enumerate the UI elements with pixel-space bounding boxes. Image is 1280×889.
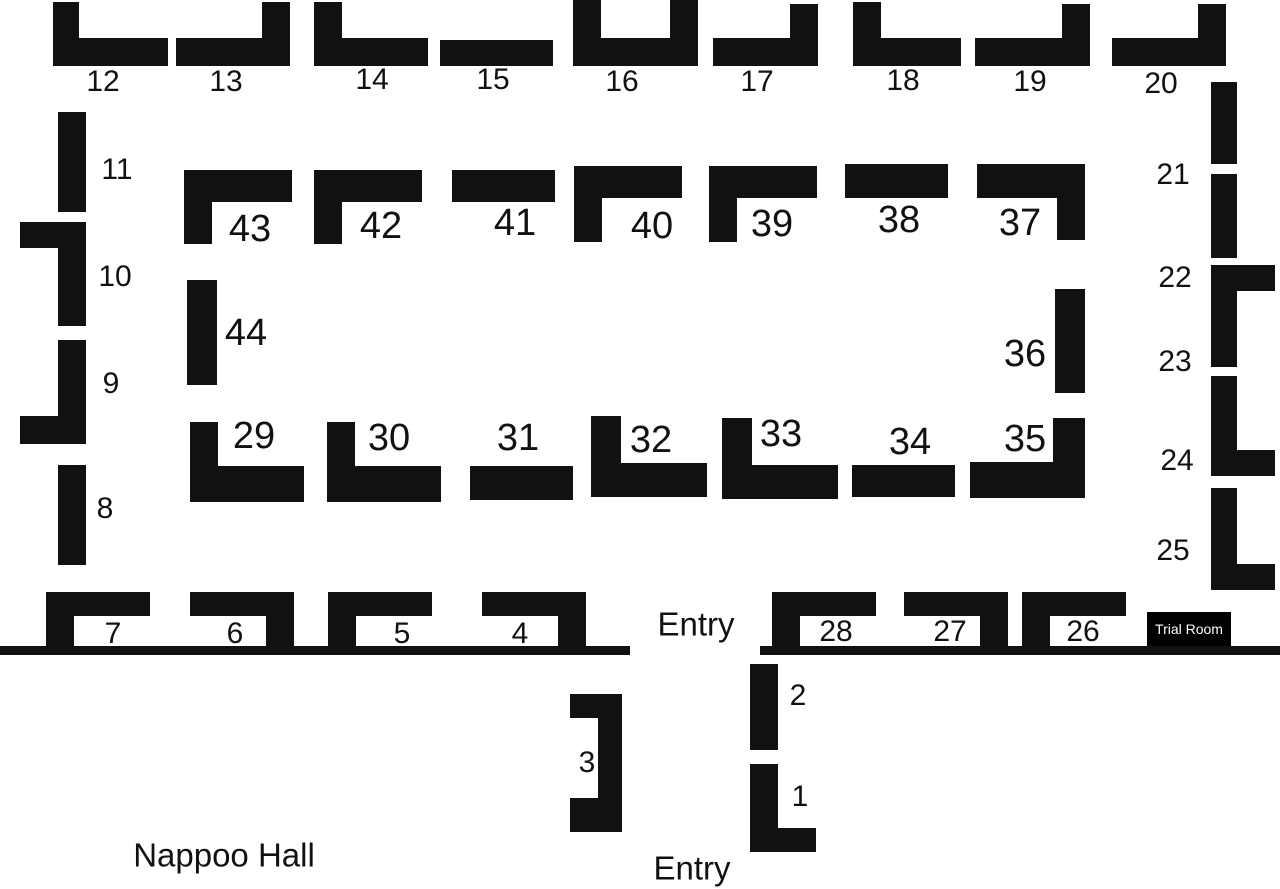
- stall-number: 19: [1013, 65, 1047, 98]
- stall-number: 33: [759, 413, 803, 455]
- stall-number: 28: [819, 615, 853, 648]
- stall-number: 31: [496, 417, 540, 459]
- stall-wall: [53, 38, 168, 66]
- stall-wall: [58, 465, 86, 565]
- stall-wall: [1211, 265, 1275, 291]
- entry-bottom-label: Entry: [653, 849, 731, 887]
- stall-number: 23: [1158, 345, 1192, 378]
- stall-wall: [1211, 174, 1237, 258]
- stall-number: 26: [1066, 615, 1100, 648]
- stall-wall: [574, 166, 602, 242]
- stall-wall: [970, 462, 1085, 498]
- stall-wall: [852, 465, 955, 497]
- stall-number: 14: [355, 63, 389, 96]
- stall-wall: [1112, 38, 1226, 66]
- stall-number: 43: [228, 208, 272, 250]
- stall-wall: [845, 164, 948, 198]
- stall-wall: [1055, 289, 1085, 393]
- stall-number: 27: [933, 615, 967, 648]
- stall-wall: [722, 465, 838, 499]
- stall-wall: [184, 170, 212, 244]
- stall-number: 10: [98, 260, 132, 293]
- stall-wall: [327, 466, 441, 502]
- stall-number: 7: [104, 617, 122, 650]
- stall-number: 5: [393, 617, 411, 650]
- stall-number: 22: [1158, 261, 1192, 294]
- stall-number: 17: [740, 65, 774, 98]
- stall-wall: [750, 828, 816, 852]
- stall-wall: [1022, 592, 1050, 650]
- entry-top-label: Entry: [657, 605, 735, 643]
- stall-number: 40: [630, 205, 674, 247]
- stall-number: 38: [877, 199, 921, 241]
- stall-number: 39: [750, 203, 794, 245]
- stall-number: 12: [86, 65, 120, 98]
- stall-wall: [1211, 564, 1275, 590]
- stall-wall: [591, 463, 707, 497]
- stall-wall: [570, 798, 622, 832]
- stall-wall: [452, 170, 555, 202]
- stall-wall: [266, 592, 294, 650]
- trial-room: Trial Room: [1147, 612, 1231, 646]
- stall-wall: [46, 592, 74, 650]
- stall-number: 16: [605, 65, 639, 98]
- wall-left: [0, 646, 630, 655]
- stall-wall: [853, 38, 961, 66]
- stall-wall: [573, 38, 698, 66]
- stall-number: 24: [1160, 444, 1194, 477]
- stall-wall: [187, 280, 217, 385]
- stall-number: 6: [226, 617, 244, 650]
- stall-wall: [176, 38, 290, 66]
- stall-number: 30: [367, 417, 411, 459]
- stall-wall: [314, 170, 342, 244]
- wall-right: [760, 646, 1280, 655]
- stall-number: 41: [493, 202, 537, 244]
- stall-number: 1: [791, 780, 809, 813]
- stall-number: 32: [629, 419, 673, 461]
- stall-number: 25: [1156, 534, 1190, 567]
- stall-wall: [1211, 82, 1237, 164]
- stall-number: 9: [102, 367, 120, 400]
- stall-number: 13: [209, 65, 243, 98]
- stall-wall: [709, 166, 737, 242]
- stall-wall: [328, 592, 356, 650]
- stall-number: 44: [224, 312, 268, 354]
- stall-wall: [190, 466, 304, 502]
- stall-wall: [440, 40, 553, 66]
- stall-number: 8: [96, 492, 114, 525]
- stall-number: 18: [886, 64, 920, 97]
- stall-number: 4: [511, 617, 529, 650]
- stall-wall: [314, 38, 428, 66]
- stall-number: 34: [888, 421, 932, 463]
- hall-name: Nappoo Hall: [133, 836, 315, 874]
- stall-wall: [750, 664, 778, 750]
- stall-number: 21: [1156, 158, 1190, 191]
- stall-wall: [772, 592, 800, 650]
- stall-number: 36: [1003, 333, 1047, 375]
- stall-number: 15: [476, 63, 510, 96]
- stall-number: 20: [1144, 67, 1178, 100]
- stall-wall: [20, 416, 86, 444]
- stall-number: 11: [101, 153, 133, 186]
- stall-number: 29: [232, 415, 276, 457]
- stall-wall: [1057, 164, 1085, 240]
- stall-number: 3: [578, 746, 596, 779]
- stall-number: 37: [998, 202, 1042, 244]
- stall-number: 42: [359, 205, 403, 247]
- stall-wall: [975, 38, 1090, 66]
- stall-wall: [558, 592, 586, 650]
- stall-number: 35: [1003, 418, 1047, 460]
- stall-number: 2: [789, 679, 807, 712]
- stall-wall: [470, 466, 573, 500]
- stall-wall: [1211, 450, 1275, 476]
- stall-wall: [713, 38, 818, 66]
- stall-wall: [980, 592, 1008, 650]
- stall-wall: [58, 112, 86, 212]
- stall-wall: [20, 222, 86, 248]
